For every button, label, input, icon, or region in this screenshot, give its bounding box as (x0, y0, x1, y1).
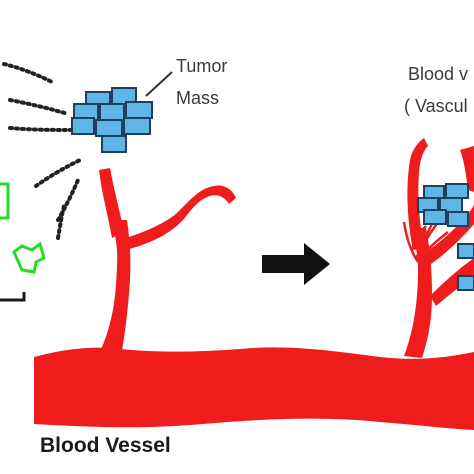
tumor-cell-icon (457, 275, 474, 291)
vessel-sprout-trunk (95, 220, 131, 362)
blood-vessel-caption: Blood Vessel (40, 434, 171, 457)
vascularized-label-line1: Blood v (408, 64, 468, 84)
green-cell-icon (0, 182, 10, 220)
tumor-cell-icon (447, 211, 469, 227)
signal-dots-3 (8, 126, 82, 132)
green-cell-icon (12, 241, 46, 274)
tumor-mass-label-line1: Tumor (176, 56, 227, 76)
vessel-sprout-left-arm-right (407, 138, 428, 250)
vessel-sprout-right-arm-right (418, 204, 474, 266)
capillary (410, 225, 427, 251)
green-cells (0, 182, 46, 274)
vascularized-label-line2: ( Vascul (404, 96, 468, 116)
vessel-sprout-left-arm (99, 168, 124, 238)
tumor-cell-icon (99, 103, 125, 121)
signal-dots-1 (2, 62, 54, 84)
capillary (419, 231, 449, 259)
main-blood-vessel (34, 347, 474, 430)
tumor-cell-icon (125, 101, 153, 119)
signal-dots-5 (56, 178, 80, 222)
capillary (402, 221, 420, 263)
tumor-cell-icon (95, 119, 123, 137)
tumor-cell-icon (101, 135, 127, 153)
left-vessel-branch (95, 168, 236, 362)
signal-dots-6 (56, 204, 66, 240)
vessel-sprout-diagonal (430, 258, 474, 306)
blood-vessel-body (34, 347, 474, 430)
capillary-network (402, 219, 461, 264)
capillary (416, 223, 434, 263)
tumor-cell-icon (123, 117, 151, 135)
tumor-mass-label-line2: Mass (176, 88, 219, 108)
tumor-cell-icon (71, 117, 95, 135)
arrow-right-icon (262, 243, 330, 285)
capillary (419, 235, 461, 264)
tumor-mass-cluster-right (417, 183, 474, 291)
signal-dots (2, 62, 82, 240)
vessel-sprout-top-right (460, 146, 474, 192)
tumor-cell-icon (457, 243, 474, 259)
signal-dots-4 (34, 158, 82, 188)
tumor-cell-icon (423, 209, 447, 225)
tumor-cell-icon (445, 183, 469, 199)
tumor-label-leader (145, 71, 173, 97)
tumor-mass-cluster (71, 87, 153, 153)
edge-bracket (0, 292, 26, 302)
vessel-sprout-right-arm (118, 185, 236, 250)
signal-dots-2 (8, 98, 70, 116)
